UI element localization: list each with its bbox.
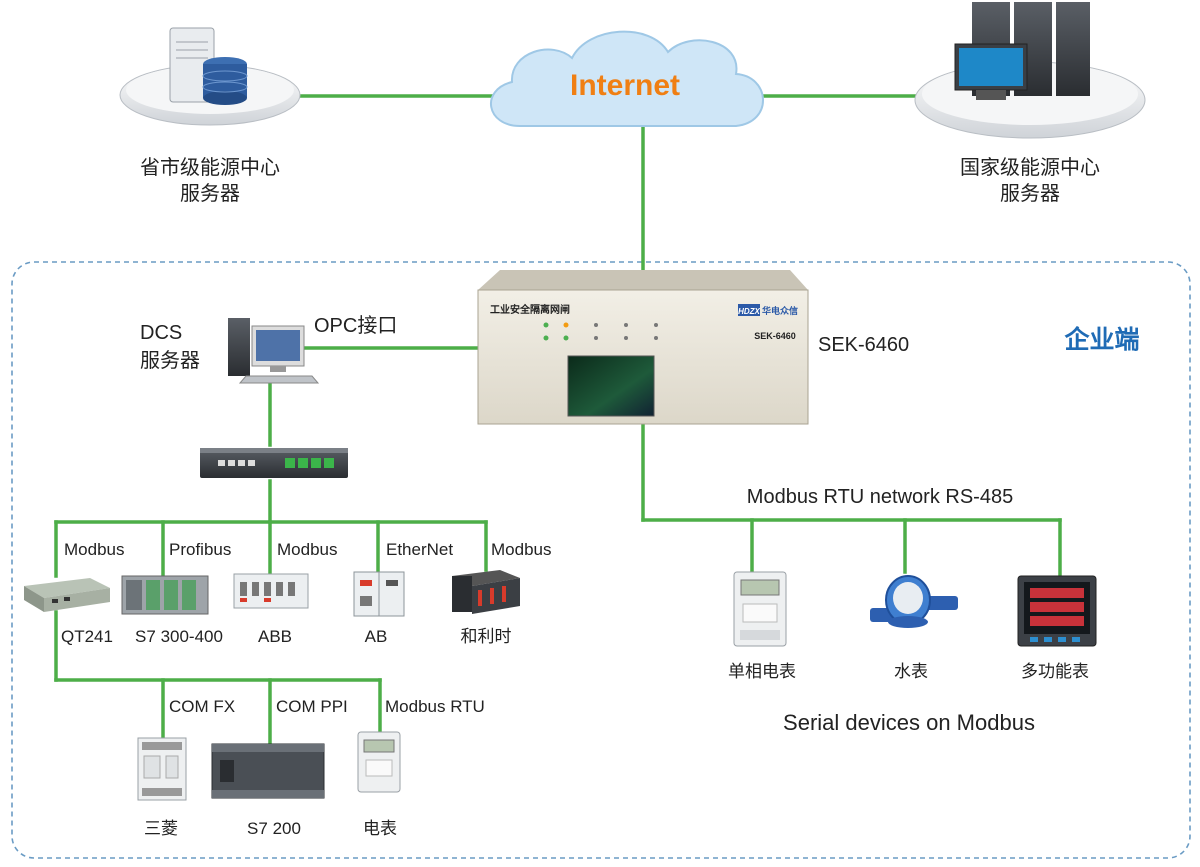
device-label-mitsubishi: 三菱 — [144, 819, 178, 838]
hollysys-icon — [452, 570, 520, 614]
s7-300-400-icon — [121, 575, 209, 615]
qt241-icon — [24, 578, 110, 612]
provincial-server-label-line1: 省市级能源中心 — [140, 156, 280, 179]
national-server-label-line2: 服务器 — [1000, 182, 1060, 205]
national-server-icon — [914, 2, 1146, 139]
connection-lines — [54, 94, 1062, 744]
device-label-single-phase-meter: 单相电表 — [728, 662, 796, 681]
bus-label-modbus-2: Modbus — [277, 540, 337, 559]
security-gateway-icon — [477, 270, 809, 425]
device-label-qt241: QT241 — [61, 627, 113, 646]
bus-label-profibus: Profibus — [169, 540, 231, 559]
provincial-server-label-line2: 服务器 — [180, 182, 240, 205]
enterprise-zone-border — [11, 261, 1191, 859]
dcs-label-line1: DCS — [140, 322, 182, 344]
multi-function-meter-icon — [1017, 575, 1097, 647]
water-meter-icon — [870, 575, 958, 628]
s7-200-plc-icon — [211, 743, 325, 799]
cloud-icon — [489, 30, 764, 127]
gateway-front-brand: 华电众信 — [762, 305, 798, 316]
serial-devices-caption: Serial devices on Modbus — [783, 710, 1035, 735]
enterprise-zone-label: 企业端 — [1064, 325, 1139, 354]
bus-label-modbus-1: Modbus — [64, 540, 124, 559]
bus-label-ethernet: EtherNet — [386, 540, 453, 559]
device-label-water-meter: 水表 — [894, 662, 928, 681]
abb-icon — [233, 573, 309, 609]
device-label-multi-function-meter: 多功能表 — [1021, 662, 1089, 681]
sub-bus-label-com-ppi: COM PPI — [276, 697, 348, 716]
device-label-hollysys: 和利时 — [461, 627, 512, 646]
dcs-label-line2: 服务器 — [140, 349, 200, 372]
single-phase-meter-icon — [733, 571, 787, 647]
gateway-model-label: SEK-6460 — [818, 334, 909, 356]
device-label-s7-200: S7 200 — [247, 819, 301, 838]
internet-label: Internet — [570, 69, 680, 102]
sub-bus-label-com-fx: COM FX — [169, 697, 235, 716]
dcs-computer-icon — [228, 318, 320, 384]
switch-icon — [200, 448, 348, 478]
device-label-meter: 电表 — [363, 819, 397, 838]
electric-meter-icon — [357, 731, 401, 793]
sub-bus-label-modbus-rtu: Modbus RTU — [385, 697, 485, 716]
device-label-abb: ABB — [258, 627, 292, 646]
opc-interface-label: OPC接口 — [314, 314, 397, 337]
bus-label-modbus-3: Modbus — [491, 540, 551, 559]
mitsubishi-plc-icon — [137, 737, 187, 801]
gateway-front-logo: HDZX — [738, 307, 760, 316]
provincial-server-icon — [119, 27, 301, 126]
rtu-network-label: Modbus RTU network RS-485 — [747, 486, 1013, 508]
device-label-ab: AB — [365, 627, 388, 646]
gateway-front-title: 工业安全隔离网闸 — [490, 303, 570, 316]
device-label-s7-300-400: S7 300-400 — [135, 627, 223, 646]
gateway-front-model: SEK-6460 — [754, 331, 796, 341]
national-server-label-line1: 国家级能源中心 — [960, 156, 1100, 179]
ab-cabinet-icon — [353, 571, 405, 617]
